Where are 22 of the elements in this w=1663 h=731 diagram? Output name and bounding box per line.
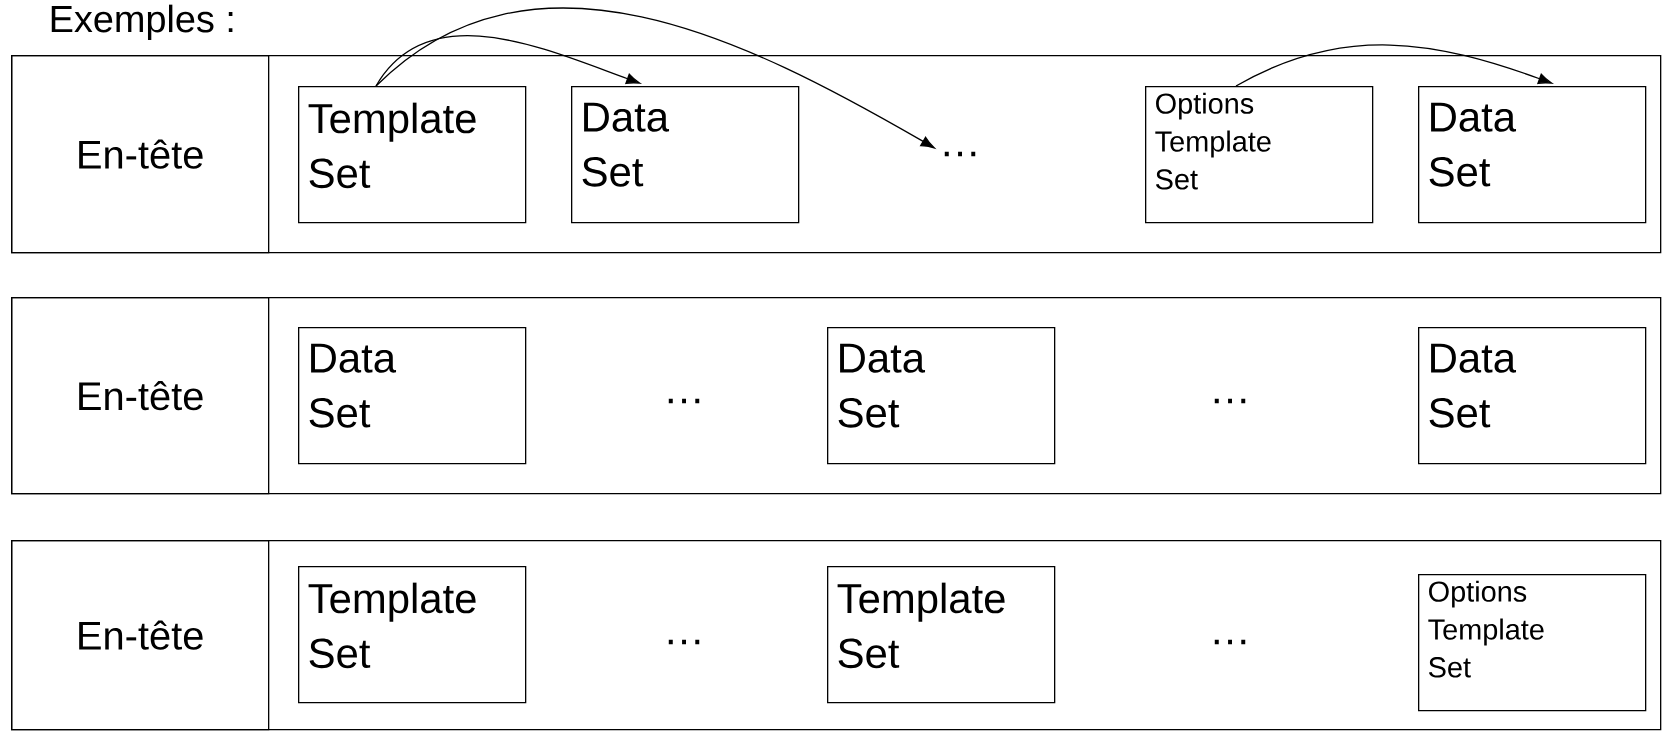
set-box: Options Template Set [1418,574,1647,712]
arrow [1235,44,1553,87]
set-box: Data Set [827,327,1056,465]
arrow [375,35,641,87]
set-box: Data Set [571,86,800,224]
ellipsis: … [944,151,976,157]
header-cell: En-tête [11,55,270,254]
set-box: Data Set [1418,327,1647,465]
ellipsis: … [668,398,700,404]
title: Exemples : [51,4,233,40]
set-box: Data Set [298,327,527,465]
ellipsis: … [1214,639,1246,645]
set-box: Template Set [298,86,527,224]
arrow [375,7,935,149]
header-cell: En-tête [11,540,270,731]
ellipsis: … [668,639,700,645]
set-box: Data Set [1418,86,1647,224]
header-cell: En-tête [11,297,270,495]
ellipsis: … [1214,398,1246,404]
set-box: Options Template Set [1145,86,1374,224]
set-box: Template Set [298,566,527,704]
set-box: Template Set [827,566,1056,704]
